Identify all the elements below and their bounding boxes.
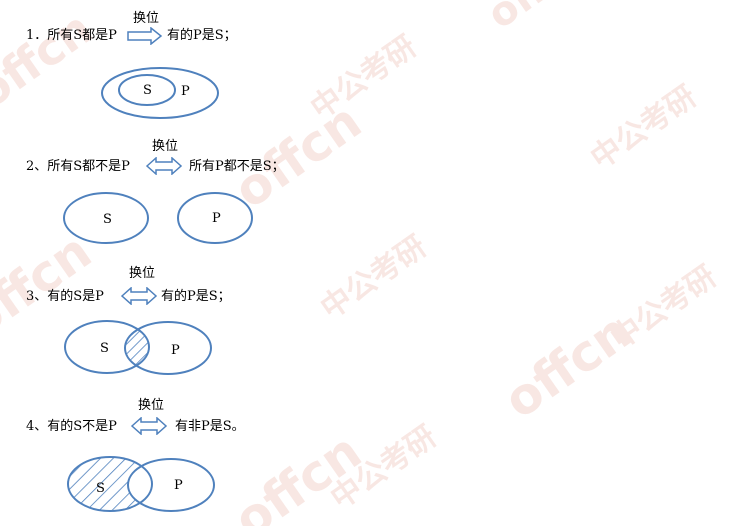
item-4-venn xyxy=(67,456,215,512)
item-1-venn xyxy=(101,67,219,119)
item-2-result: 所有P都不是S； xyxy=(189,159,285,174)
double-arrow-icon xyxy=(131,417,167,435)
item-4-premise: 4、有的S不是P xyxy=(26,419,117,434)
single-arrow-icon xyxy=(127,27,163,45)
item-2-venn xyxy=(63,192,253,244)
item-3-label-s: S xyxy=(100,341,109,356)
item-1-premise: 1．所有S都是P xyxy=(26,28,117,43)
item-4-label-p: P xyxy=(174,478,183,493)
item-4-label-s: S xyxy=(96,481,105,496)
s-ellipse xyxy=(64,320,150,374)
item-2-conversion-label: 换位 xyxy=(152,139,179,154)
s-ellipse xyxy=(67,456,153,512)
item-2-label-s: S xyxy=(103,212,112,227)
p-ellipse xyxy=(127,458,215,512)
outer-p-ellipse xyxy=(101,67,219,119)
item-3-result: 有的P是S； xyxy=(161,289,231,304)
item-3-label-p: P xyxy=(171,343,180,358)
item-4-result: 有非P是S。 xyxy=(175,419,245,434)
inner-s-ellipse xyxy=(118,74,176,106)
item-2-label-p: P xyxy=(212,211,221,226)
item-1-label-p: P xyxy=(181,84,190,99)
s-hatch xyxy=(68,457,152,511)
p-ellipse xyxy=(177,192,253,244)
item-2-premise: 2、所有S都不是P xyxy=(26,159,130,174)
item-1-label-s: S xyxy=(143,83,152,98)
double-arrow-icon xyxy=(146,157,182,175)
item-1-conversion-label: 换位 xyxy=(133,11,160,26)
s-ellipse xyxy=(63,192,149,244)
item-1-result: 有的P是S； xyxy=(167,28,237,43)
double-arrow-icon xyxy=(121,287,157,305)
item-3-premise: 3、有的S是P xyxy=(26,289,104,304)
item-4-conversion-label: 换位 xyxy=(138,398,165,413)
item-3-venn xyxy=(64,320,212,375)
item-3-conversion-label: 换位 xyxy=(129,266,156,281)
